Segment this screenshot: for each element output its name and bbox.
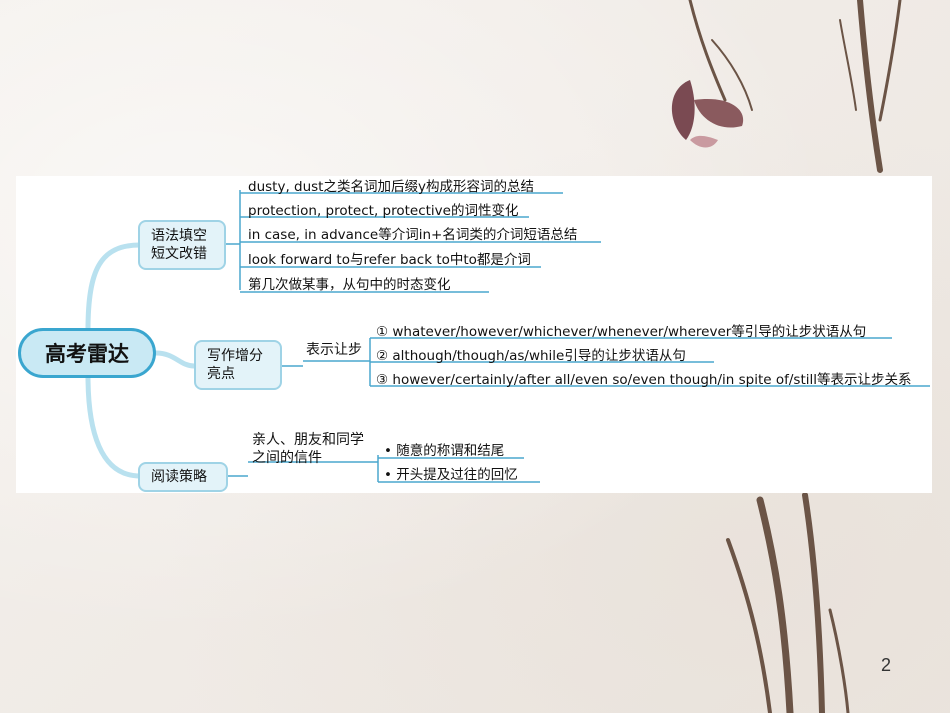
branch-writing-node: 写作增分 亮点 [194,340,282,390]
concession-item-2: ② although/though/as/while引导的让步状语从句 [376,348,686,364]
reading-item-1: • 随意的称谓和结尾 [384,443,505,459]
letter-label: 亲人、朋友和同学 之间的信件 [252,431,364,467]
butterfly-icon [671,80,744,148]
concession-label: 表示让步 [306,342,362,358]
letter-label-line1: 亲人、朋友和同学 [252,432,364,448]
grammar-item-5: 第几次做某事，从句中的时态变化 [248,277,451,293]
branch-grammar-title-line1: 语法填空 [151,228,207,244]
grammar-item-1: dusty, dust之类名词加后缀y构成形容词的总结 [248,179,534,195]
branch-writing-title-line1: 写作增分 [207,348,263,364]
branch-reading-node: 阅读策略 [138,462,228,492]
grammar-item-3: in case, in advance等介词in+名词类的介词短语总结 [248,227,578,243]
concession-item-3: ③ however/certainly/after all/even so/ev… [376,372,912,388]
reading-item-2: • 开头提及过往的回忆 [384,467,518,483]
grammar-item-2: protection, protect, protective的词性变化 [248,203,519,219]
grammar-item-4: look forward to与refer back to中to都是介词 [248,252,531,268]
letter-label-line2: 之间的信件 [252,450,322,466]
page-number: 2 [880,655,891,675]
concession-item-1: ① whatever/however/whichever/whenever/wh… [376,324,867,340]
branch-reading-title: 阅读策略 [151,469,207,485]
root-node: 高考雷达 [18,328,156,378]
branch-writing-title-line2: 亮点 [207,366,235,382]
branch-grammar-node: 语法填空 短文改错 [138,220,226,270]
branch-grammar-title-line2: 短文改错 [151,246,207,262]
